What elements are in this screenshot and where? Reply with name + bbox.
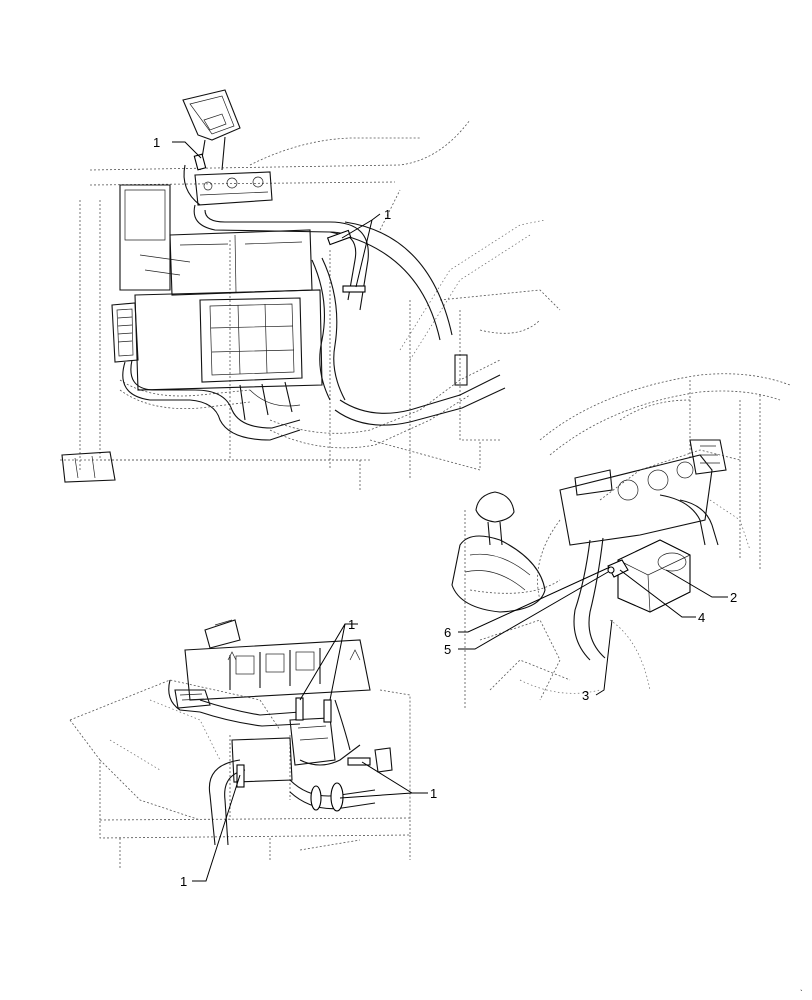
callout-1-harness-clips: 1 <box>384 207 391 222</box>
top-view-assembly <box>60 89 561 490</box>
callout-2: 2 <box>730 590 737 605</box>
callout-3: 3 <box>582 688 589 703</box>
corner-mark: ` <box>800 989 803 998</box>
bottom-callouts <box>192 623 428 882</box>
right-callouts <box>458 566 728 696</box>
bottom-view-assembly <box>69 619 411 870</box>
callout-1-upper-clips: 1 <box>348 617 355 632</box>
callout-1-right-clips: 1 <box>430 786 437 801</box>
callout-1-left-clip: 1 <box>180 874 187 889</box>
top-callouts <box>172 141 381 288</box>
callout-5: 5 <box>444 642 451 657</box>
right-view-assembly <box>451 373 791 710</box>
callout-4: 4 <box>698 610 705 625</box>
callout-6: 6 <box>444 625 451 640</box>
callout-1-display-clip: 1 <box>153 135 160 150</box>
